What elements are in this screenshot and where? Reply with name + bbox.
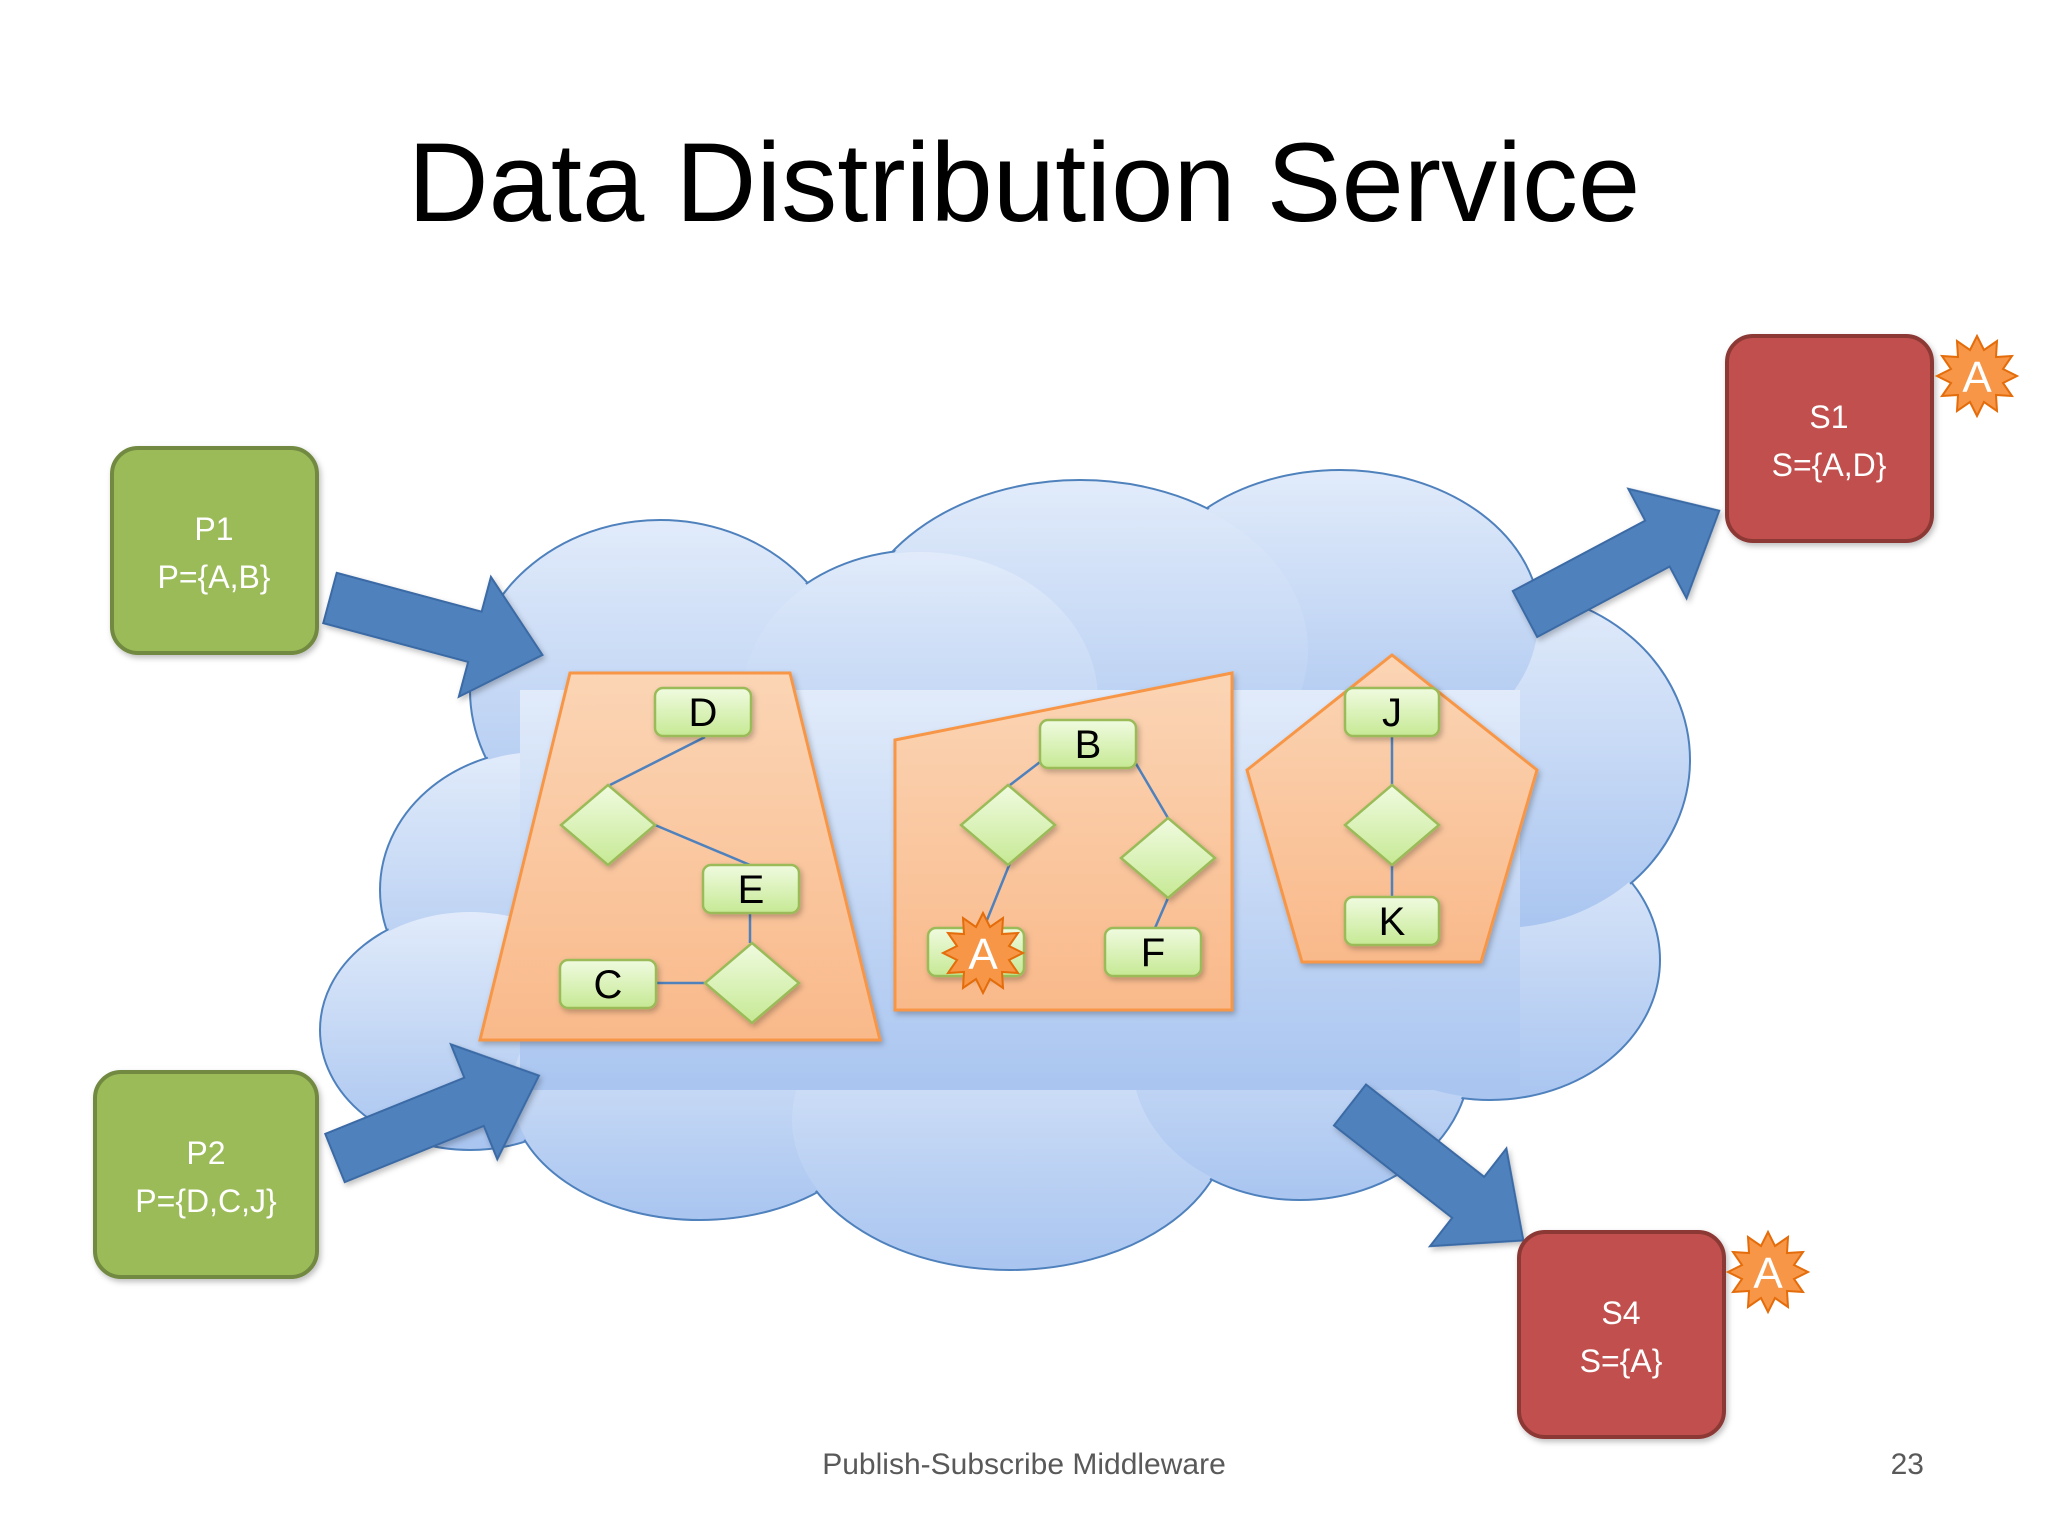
svg-text:S={A}: S={A}: [1580, 1343, 1663, 1379]
slide-footer: Publish-Subscribe Middleware: [822, 1448, 1226, 1481]
arrow-p1-to-cloud: [322, 571, 544, 699]
node-k: K: [1343, 895, 1441, 947]
subscriber-s1: S1 S={A,D}: [1725, 334, 1934, 543]
svg-text:S={A,D}: S={A,D}: [1772, 447, 1887, 483]
svg-text:A: A: [1962, 353, 1992, 402]
svg-text:K: K: [1379, 900, 1406, 944]
svg-text:P={D,C,J}: P={D,C,J}: [135, 1183, 277, 1219]
decision-diamond: [1343, 783, 1441, 867]
svg-text:D: D: [689, 691, 718, 735]
svg-text:P1: P1: [194, 511, 233, 547]
node-b: B: [1038, 718, 1138, 770]
event-burst-a: A: [940, 910, 1026, 996]
svg-text:A: A: [968, 930, 998, 979]
svg-text:J: J: [1382, 691, 1402, 735]
svg-text:E: E: [738, 868, 765, 912]
node-j: J: [1343, 686, 1441, 738]
svg-text:P2: P2: [186, 1135, 225, 1171]
node-e: E: [701, 863, 801, 915]
arrow-cloud-to-s1: [1511, 487, 1721, 639]
slide-title: Data Distribution Service: [407, 120, 1641, 245]
publisher-p1: P1 P={A,B}: [110, 446, 319, 655]
event-burst-s4: A: [1725, 1229, 1811, 1315]
svg-text:B: B: [1075, 723, 1102, 767]
svg-text:A: A: [1753, 1249, 1783, 1298]
publisher-p2: P2 P={D,C,J}: [93, 1070, 319, 1279]
svg-text:S4: S4: [1601, 1295, 1640, 1331]
domain-1: [478, 671, 882, 1042]
svg-text:P={A,B}: P={A,B}: [158, 559, 271, 595]
arrow-cloud-to-s4: [1332, 1083, 1525, 1248]
page-number: 23: [1890, 1448, 1924, 1481]
subscriber-s4: S4 S={A}: [1517, 1230, 1726, 1439]
decision-diamond: [959, 783, 1057, 867]
svg-text:F: F: [1141, 931, 1165, 975]
connectors: [609, 733, 1394, 985]
node-f: F: [1103, 926, 1203, 978]
arrow-p2-to-cloud: [323, 1042, 541, 1184]
node-d: D: [653, 686, 753, 738]
svg-text:S1: S1: [1809, 399, 1848, 435]
decision-diamond: [559, 783, 657, 867]
svg-text:C: C: [594, 963, 623, 1007]
event-burst-s1: A: [1934, 333, 2020, 419]
node-c: C: [558, 958, 658, 1010]
decision-diamond: [1119, 816, 1217, 900]
decision-diamond: [703, 941, 801, 1025]
